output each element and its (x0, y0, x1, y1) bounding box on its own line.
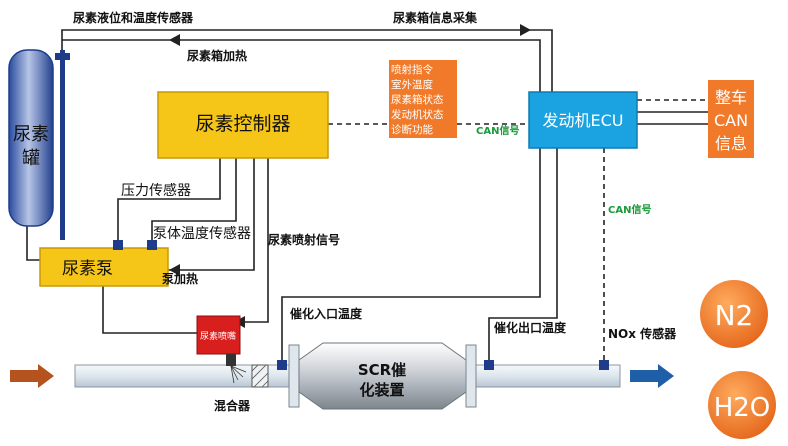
tank-info-label: 尿素箱信息采集 (393, 10, 478, 25)
pump-heating-label: 泵加热 (162, 271, 198, 286)
injection-signal-label: 尿素喷射信号 (268, 232, 340, 247)
nox-sensor-marker (599, 360, 609, 370)
engine-ecu-box (528, 91, 638, 149)
signal-item-4: 发动机状态 (391, 108, 444, 121)
inlet-temp-label: 催化入口温度 (290, 306, 363, 321)
tank-label-2: 罐 (22, 148, 40, 169)
scr-catalyst: SCR催 化装置 (288, 342, 477, 410)
can-signal-label-2: CAN信号 (608, 203, 651, 216)
tank-heating-label: 尿素箱加热 (187, 48, 247, 63)
vehicle-can-line-1: 整车 (715, 88, 747, 107)
signal-item-3: 尿素箱状态 (391, 93, 444, 106)
urea-tank: 尿素 罐 (8, 49, 70, 240)
nox-sensor-label: NOx 传感器 (608, 326, 677, 341)
arrow-head-right (520, 24, 531, 36)
pump-temp-sensor-label: 泵体温度传感器 (153, 225, 251, 242)
urea-pump-box (39, 247, 169, 287)
pump-temp-sensor-marker (147, 240, 157, 250)
pressure-sensor-marker (113, 240, 123, 250)
urea-controller-box (157, 91, 329, 159)
ecu-label: 发动机ECU (543, 111, 624, 130)
scr-label-1: SCR催 (358, 361, 406, 379)
can-signal-label-1: CAN信号 (476, 124, 519, 137)
inlet-temp-sensor-marker (277, 360, 287, 370)
signal-item-2: 室外温度 (391, 78, 433, 91)
mixer-hatch (251, 364, 269, 388)
h2o-label: H2O (714, 393, 771, 423)
exhaust-in-arrow (10, 364, 54, 388)
outlet-temp-sensor-marker (484, 360, 494, 370)
signal-list-box (389, 60, 457, 138)
scr-label-2: 化装置 (359, 381, 404, 399)
vehicle-can-line-3: 信息 (715, 134, 747, 153)
vehicle-can-line-2: CAN (714, 111, 748, 130)
signal-item-5: 诊断功能 (391, 123, 433, 136)
tank-label-1: 尿素 (13, 124, 49, 145)
urea-injector (196, 315, 241, 355)
injector-nozzle (226, 354, 236, 366)
pressure-sensor-label: 压力传感器 (121, 182, 191, 199)
n2-circle (700, 280, 768, 348)
arrow-head-left (169, 34, 180, 46)
mixer (251, 364, 269, 388)
wiring (26, 29, 708, 360)
tank-sensor-label: 尿素液位和温度传感器 (73, 10, 194, 25)
vehicle-can-box (708, 80, 754, 158)
exhaust-out-arrow (630, 364, 674, 388)
h2o-circle (708, 371, 776, 439)
controller-label: 尿素控制器 (195, 113, 290, 135)
outlet-temp-label: 催化出口温度 (494, 320, 567, 335)
injector-label: 尿素喷嘴 (200, 330, 236, 342)
arrow-head-left (169, 264, 180, 276)
spray (230, 365, 247, 384)
mixer-label: 混合器 (214, 398, 251, 413)
pump-label: 尿素泵 (62, 259, 113, 279)
signal-item-1: 喷射指令 (391, 63, 433, 76)
n2-label: N2 (715, 299, 754, 332)
